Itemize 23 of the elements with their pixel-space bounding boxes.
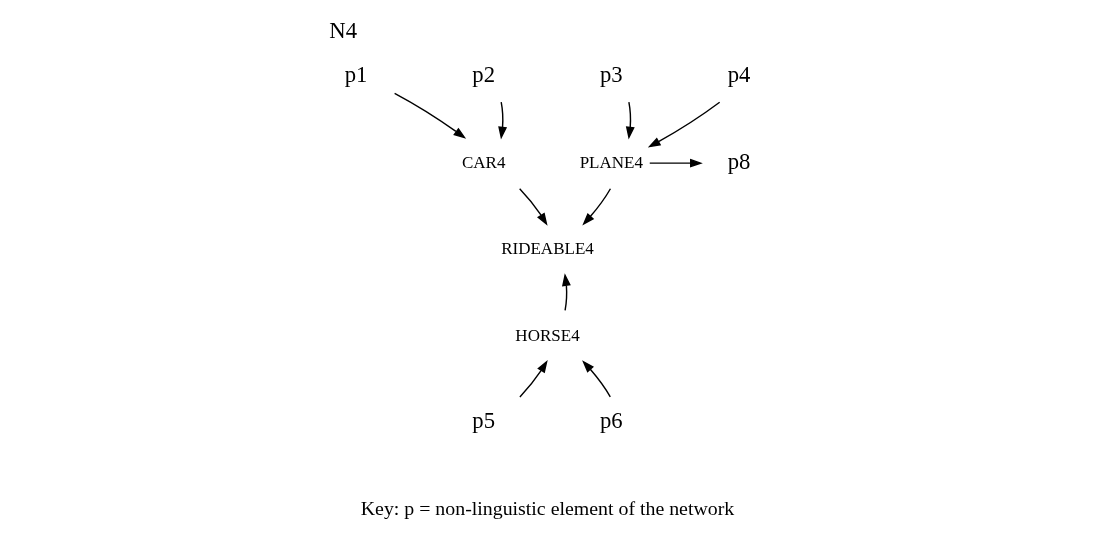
arrow: [518, 188, 548, 226]
arrow: [561, 273, 571, 312]
arrow: [518, 360, 548, 398]
node-text: PLANE4: [579, 152, 643, 172]
node-text: p1: [344, 61, 367, 87]
arrow: [647, 101, 720, 148]
arrow: [393, 92, 466, 139]
arrow: [648, 158, 703, 168]
node-text: p8: [727, 148, 750, 174]
arrow: [497, 101, 507, 140]
arrow: [581, 360, 611, 398]
node-text: p3: [599, 61, 623, 87]
node-text: RIDEABLE4: [500, 239, 594, 259]
label: Key: p = non-linguistic element of the network: [360, 496, 734, 519]
arrow: [581, 188, 611, 226]
node-text: p4: [727, 61, 750, 87]
node-text: CAR4: [461, 152, 505, 172]
node-text: p6: [599, 408, 623, 434]
node-text: p2: [471, 61, 495, 87]
node-text: HORSE4: [514, 325, 580, 345]
diagram-title: N4: [328, 18, 357, 44]
arrow: [625, 101, 635, 140]
node-text: p5: [471, 408, 495, 434]
